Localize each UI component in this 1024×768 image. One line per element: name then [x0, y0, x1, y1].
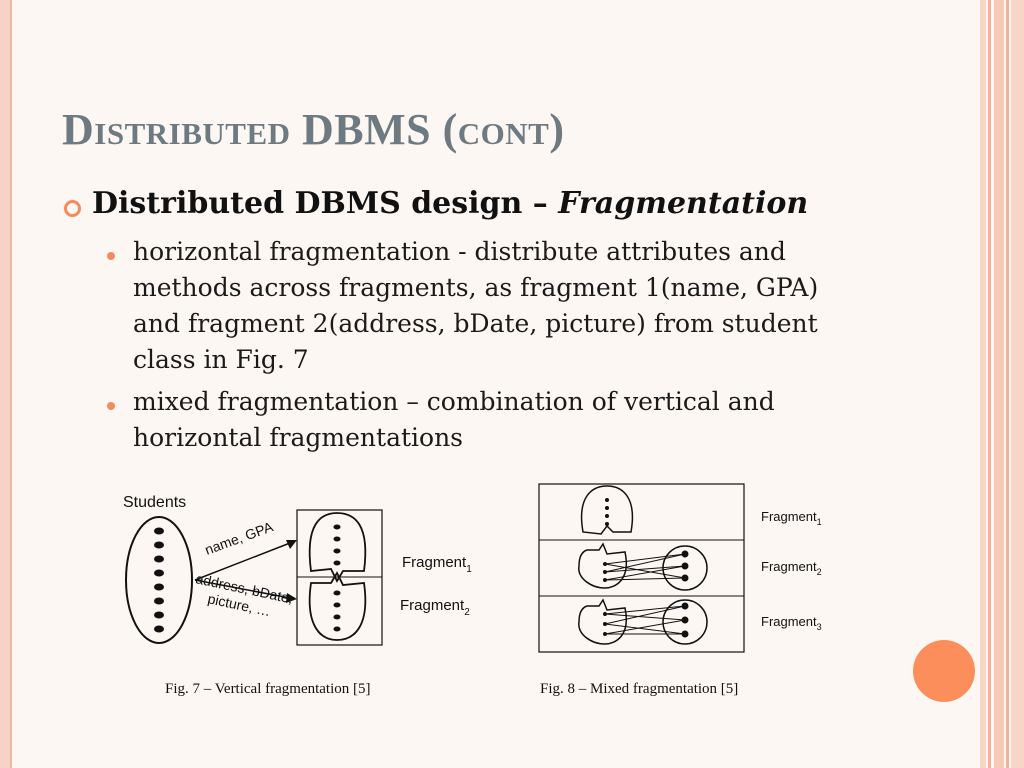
fig8-row1-dots	[605, 498, 609, 526]
arrow-label-name-gpa: name, GPA	[203, 518, 276, 558]
fig8-row2-links	[604, 553, 686, 581]
fig8-row2-dots	[603, 550, 689, 582]
bullet-dot-icon	[107, 402, 115, 410]
right-stripe-3	[994, 0, 1004, 768]
vertical-fragmentation-diagram: Students name, GPA address, bDate, pictu…	[123, 494, 472, 646]
fragment-dots	[333, 524, 341, 632]
fig8-row3-links	[604, 605, 686, 635]
arrowhead-2-icon	[286, 593, 297, 603]
fig8-fragment3-left-shape	[578, 598, 628, 645]
fig8-fragment3-right-shape	[662, 599, 708, 645]
fig8-box	[538, 483, 745, 653]
fig7-caption: Fig. 7 – Vertical fragmentation [5]	[165, 681, 371, 697]
bullet-dot-icon	[107, 252, 115, 260]
students-ellipse	[125, 516, 193, 644]
left-border-line	[10, 0, 12, 768]
arrowhead-1-icon	[286, 540, 297, 549]
fig8-fragment2-label: Fragment2	[761, 559, 822, 577]
fig8-fragment2-left-shape	[578, 542, 628, 589]
heading-text: Distributed DBMS design –	[92, 186, 559, 221]
fig8-fragment3-label: Fragment3	[761, 614, 822, 632]
fragment2-shape	[308, 571, 367, 641]
fragment1-shape	[308, 512, 367, 583]
fig8-caption: Fig. 8 – Mixed fragmentation [5]	[540, 681, 739, 697]
student-dots	[154, 527, 164, 633]
bullet-horizontal: horizontal fragmentation - distribute at…	[133, 237, 819, 374]
right-stripe-5	[1011, 0, 1024, 768]
students-label: Students	[123, 494, 186, 511]
right-stripe-2	[988, 0, 991, 768]
mixed-fragmentation-diagram: Fragment1 Fragment2 Fragment3	[538, 483, 822, 653]
bullet-circle-icon	[64, 200, 81, 217]
slide-title: Distributed DBMS (cont)	[62, 104, 565, 155]
heading-emphasis: Fragmentation	[558, 186, 809, 221]
right-stripe-1	[980, 0, 986, 768]
fig7-fragment2-label: Fragment2	[400, 597, 470, 618]
bullet-mixed: mixed fragmentation – combination of ver…	[133, 387, 775, 452]
arrow-name-gpa	[194, 542, 291, 581]
left-border	[0, 0, 10, 768]
fig8-fragment1-label: Fragment1	[761, 509, 822, 527]
title-close: )	[549, 105, 565, 154]
fig8-fragment1-shape	[580, 485, 634, 535]
title-main: Distributed DBMS (	[62, 105, 458, 154]
section-heading: Distributed DBMS design – Fragmentation	[92, 186, 892, 221]
fig7-fragment1-label: Fragment1	[402, 554, 472, 575]
arrow-address	[194, 579, 291, 599]
title-cont: cont	[457, 105, 550, 154]
decorative-orange-circle	[913, 640, 975, 702]
right-stripe-4	[1006, 0, 1009, 768]
fig8-row3-dots	[603, 602, 689, 638]
